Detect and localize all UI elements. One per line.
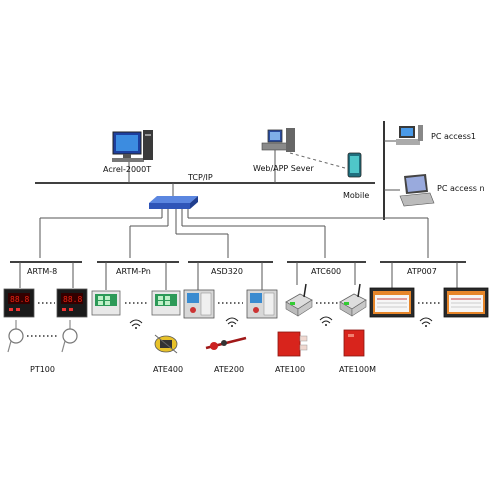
wireless-signal-icon: [225, 317, 239, 327]
device-drop-lines: [19, 262, 458, 290]
artm8-device-1-icon: 88.8: [3, 288, 35, 318]
mobile-label: Mobile: [343, 191, 369, 200]
network-switch-icon: [149, 183, 198, 209]
asd320-device-2-icon: [246, 289, 278, 319]
svg-text:88.8: 88.8: [63, 295, 82, 304]
artmpn-device-1-icon: [91, 290, 121, 316]
wireless-signal-icon: [129, 319, 143, 329]
mobile-phone-icon: [347, 152, 362, 178]
svg-text:88.8: 88.8: [10, 295, 29, 304]
atc600-device-1-icon: [285, 283, 313, 317]
group-label-atc600: ATC600: [311, 267, 341, 276]
pc-access-n-label: PC access n: [437, 184, 485, 193]
pt100-label: PT100: [30, 365, 55, 374]
asd320-device-1-icon: [183, 289, 215, 319]
ate400-label: ATE400: [153, 365, 183, 374]
ate100m-label: ATE100M: [339, 365, 376, 374]
ate200-label: ATE200: [214, 365, 244, 374]
group-label-artmpn: ARTM-Pn: [116, 267, 151, 276]
pc-access1-label: PC access1: [431, 132, 476, 141]
ate400-sensor-icon: [154, 334, 178, 354]
protocol-label: TCP/IP: [187, 173, 213, 182]
ate100m-sensor-icon: [343, 329, 365, 357]
pt100-probe-2-icon: [61, 320, 78, 353]
artm8-device-2-icon: 88.8: [56, 288, 88, 318]
server-label: Acrel-2000T: [103, 165, 151, 174]
atp007-panel-2-icon: [443, 287, 489, 318]
server-computer-icon: [112, 130, 153, 183]
atp007-panel-1-icon: [369, 287, 415, 318]
ate100-label: ATE100: [275, 365, 305, 374]
ate200-sensor-icon: [205, 336, 247, 350]
distribution-lines: [39, 209, 429, 258]
artmpn-device-2-icon: [151, 290, 181, 316]
pt100-probe-1-icon: [7, 320, 24, 353]
web-app-server-icon: [261, 128, 295, 183]
pc-access1-icon: [396, 125, 423, 145]
wireless-signal-icon: [319, 316, 333, 326]
wireless-signal-icon: [419, 317, 433, 327]
pc-access-n-laptop-icon: [399, 174, 435, 207]
web-server-label: Web/APP Sever: [253, 164, 314, 173]
atc600-device-2-icon: [339, 283, 367, 317]
group-label-artm8: ARTM-8: [27, 267, 57, 276]
group-label-asd320: ASD320: [211, 267, 243, 276]
group-label-atp007: ATP007: [407, 267, 437, 276]
ate100-sensor-icon: [277, 331, 308, 357]
